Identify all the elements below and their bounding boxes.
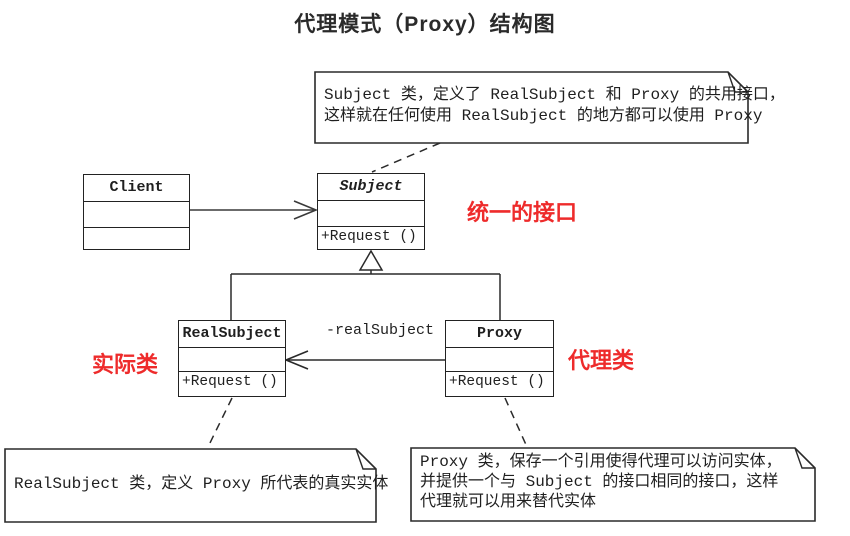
note-line: RealSubject 类，定义 Proxy 所代表的真实实体 [14,475,389,493]
subject-note: Subject 类，定义了 RealSubject 和 Proxy 的共用接口，… [324,85,785,127]
class-box-proxy: Proxy +Request () [445,320,554,397]
class-box-client: Client [83,174,190,250]
note-line: Subject 类，定义了 RealSubject 和 Proxy 的共用接口， [324,86,785,104]
class-name: RealSubject [179,321,285,348]
open-arrowhead-icon [293,200,319,220]
class-attributes [179,348,285,372]
class-attributes [446,348,553,372]
class-methods: +Request () [321,229,417,245]
realsubject-note: RealSubject 类，定义 Proxy 所代表的真实实体 [14,474,388,495]
association-client-subject [190,200,319,220]
annotation-proxy-class: 代理类 [568,348,635,373]
annotation-real-class: 实际类 [92,352,159,377]
note-line: 代理就可以用来替代实体 [420,493,597,511]
class-methods [84,228,189,249]
class-name: Client [84,175,189,202]
generalization-links [230,249,501,321]
class-name: Proxy [446,321,553,348]
note-line: 并提供一个与 Subject 的接口相同的接口，这样 [420,473,779,491]
note-fold-icon [727,71,748,93]
class-attributes [318,201,424,227]
note-fold-icon [794,447,815,469]
open-arrowhead-icon [283,350,309,370]
class-box-realsubject: RealSubject +Request () [178,320,286,397]
class-methods: +Request () [449,374,545,390]
note-line: Proxy 类，保存一个引用使得代理可以访问实体， [420,453,782,471]
note-line: 这样就在任何使用 RealSubject 的地方都可以使用 Proxy [324,107,763,125]
association-role-label: -realSubject [326,322,435,339]
subject-note-shape [314,71,749,144]
realsubject-note-shape [4,448,377,523]
note-anchor-proxy [504,397,528,448]
proxy-note-shape [410,447,816,522]
note-fold-icon [355,448,376,470]
class-box-subject: Subject +Request () [317,173,425,250]
note-anchor-subject [371,142,441,173]
hollow-triangle-icon [358,249,384,271]
class-attributes [84,202,189,228]
association-proxy-realsubject [283,350,445,370]
note-anchor-realsubject [207,397,233,448]
annotation-unified-interface: 统一的接口 [467,200,578,225]
class-name: Subject [318,174,424,201]
diagram-title: 代理模式（Proxy）结构图 [294,13,556,36]
class-methods: +Request () [182,374,278,390]
proxy-note: Proxy 类，保存一个引用使得代理可以访问实体， 并提供一个与 Subject… [420,452,782,512]
